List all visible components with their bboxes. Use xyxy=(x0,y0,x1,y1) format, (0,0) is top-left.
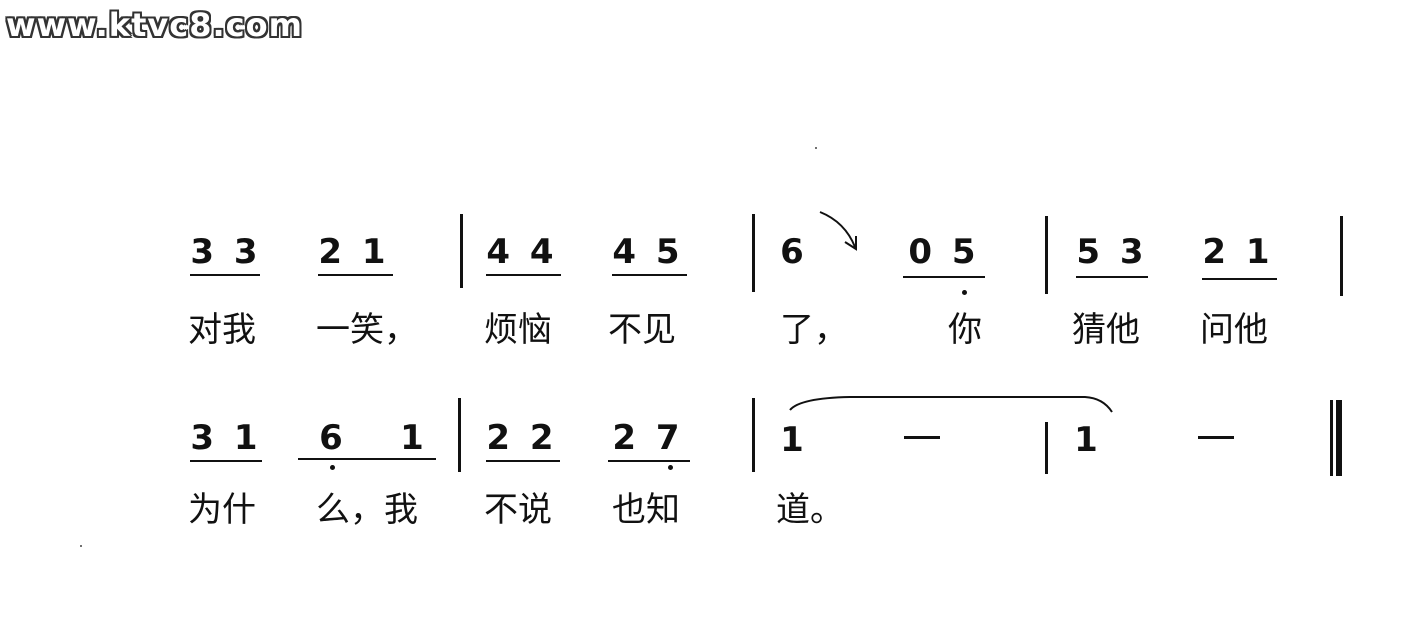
extension-dash xyxy=(904,436,940,439)
note-group: 2 2 xyxy=(486,418,558,458)
barline xyxy=(1045,216,1048,294)
barline xyxy=(1045,422,1048,474)
note-group: 2 1 xyxy=(318,232,390,272)
lyric-syllables: 了， xyxy=(780,310,848,350)
note-group: 4 5 xyxy=(612,232,684,272)
note-group: 3 1 xyxy=(190,418,262,458)
note-group: 0 5 xyxy=(908,232,980,272)
beam xyxy=(1076,276,1148,278)
barline xyxy=(752,398,755,472)
note-group: 2 1 xyxy=(1202,232,1274,272)
note: 6 xyxy=(319,418,347,458)
beam xyxy=(190,274,260,276)
lyric-syllables: 不说 xyxy=(484,490,552,530)
final-barline-thick xyxy=(1336,400,1342,476)
beam xyxy=(612,274,687,276)
note-group: 2 7 xyxy=(612,418,684,458)
lower-octave-dot xyxy=(330,465,335,470)
lyric-syllables: 么，我 xyxy=(316,490,418,530)
tie-curve xyxy=(789,396,1113,413)
site-watermark: www.ktvc8.com xyxy=(6,6,303,44)
lyric-syllables: 也知 xyxy=(612,490,680,530)
extension-dash xyxy=(1198,436,1234,439)
beam xyxy=(486,460,560,462)
lower-octave-dot xyxy=(668,465,673,470)
lyric-syllables: 你 xyxy=(948,310,982,350)
barline xyxy=(458,398,461,472)
lyric-syllables: 问他 xyxy=(1200,310,1268,350)
note-group: 5 3 xyxy=(1076,232,1148,272)
lyric-syllables: 不见 xyxy=(608,310,676,350)
note: 1 xyxy=(400,418,428,458)
speck xyxy=(80,545,82,547)
note-group: 3 3 xyxy=(190,232,262,272)
lyric-syllables: 道。 xyxy=(776,490,844,530)
beam xyxy=(1202,278,1277,280)
beam xyxy=(298,458,436,460)
note-group: 4 4 xyxy=(486,232,558,272)
beam xyxy=(318,274,393,276)
lyric-syllables: 烦恼 xyxy=(484,310,552,350)
final-barline-thin xyxy=(1330,400,1333,476)
lyric-syllables: 猜他 xyxy=(1072,310,1140,350)
beam xyxy=(608,460,690,462)
breath-arrow-icon xyxy=(819,211,856,248)
beam xyxy=(903,276,985,278)
lyric-syllables: 为什 xyxy=(188,490,256,530)
lyric-syllables: 一笑， xyxy=(316,310,418,350)
lower-octave-dot xyxy=(962,290,967,295)
beam xyxy=(190,460,262,462)
speck xyxy=(815,147,817,149)
note: 1 xyxy=(780,420,808,460)
barline xyxy=(752,214,755,292)
note-group: 6 xyxy=(780,232,808,272)
barline xyxy=(460,214,463,288)
lyric-syllables: 对我 xyxy=(188,310,256,350)
barline xyxy=(1340,216,1343,296)
beam xyxy=(486,274,561,276)
arrowhead-icon xyxy=(844,236,857,251)
note: 1 xyxy=(1074,420,1102,460)
